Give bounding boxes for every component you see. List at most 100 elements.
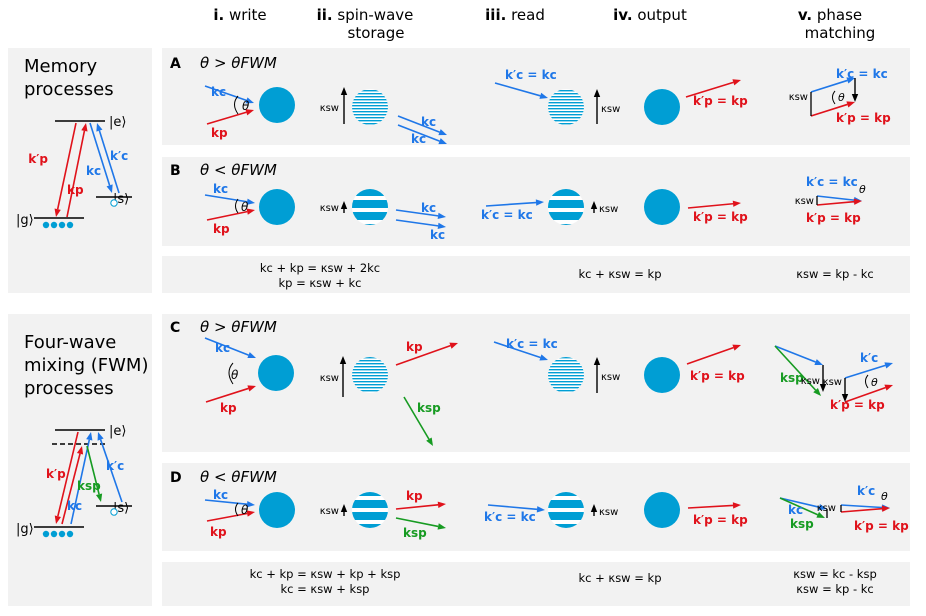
row-c-condition: θ > θFWM [200, 318, 277, 336]
atomic-ensemble [259, 492, 295, 528]
kp-input-arrow [206, 510, 255, 522]
ksw-arrow [340, 201, 348, 213]
column-title: spin-wave [337, 6, 414, 24]
column-header-read: iii. read [460, 6, 570, 24]
kc-prime-eq-label: k′c = kc [481, 208, 533, 222]
atom-dot [58, 530, 66, 538]
kc-pm-arrow [774, 345, 823, 366]
theta-label: θ [231, 368, 239, 382]
angle-arc [234, 95, 239, 115]
kc-prime-eq-label: k′c = kc [806, 175, 858, 189]
ksw-label: κsw [320, 373, 339, 384]
equation: κsw = kp - kc [796, 582, 874, 596]
column-header-spin-wave-storage: ii. spin-wave storage [300, 6, 430, 42]
memory-phase-equation: κsw = kp - kc [796, 267, 874, 281]
kp-out-arrow [687, 502, 741, 509]
fwm-scheme-panel [8, 314, 152, 606]
kc-prime-arrow [97, 432, 123, 503]
ksw-arrow [593, 89, 601, 124]
kc-prime-eq-label: k′c = kc [484, 510, 536, 524]
kp-out-arrow [687, 200, 741, 209]
kc-input-arrow [204, 499, 255, 508]
ksw-pm-arrow [819, 365, 827, 392]
kp-prime-label: k′p [46, 467, 66, 481]
row-d-condition: θ < θFWM [200, 468, 277, 486]
kp-label: kp [220, 401, 237, 415]
ksw-label: κsw [817, 503, 836, 514]
spin-wave-grating [352, 89, 388, 125]
level-e-label: |e⟩ [109, 115, 126, 130]
row-label-d: D [170, 470, 182, 486]
angle-arc [832, 90, 836, 105]
ksp-label: ksp [77, 479, 101, 493]
title-line: Memory [24, 56, 98, 77]
spin-wave-grating [548, 89, 584, 125]
kc-prime-label: k′c [110, 149, 128, 163]
kp-out-arrow [685, 79, 741, 98]
kc-out-arrow [397, 115, 447, 136]
ksw-label: κsw [601, 104, 620, 115]
atomic-ensemble [644, 189, 680, 225]
ksp-label: ksp [403, 526, 427, 540]
ksp-label: ksp [780, 371, 804, 385]
kp-input-arrow [205, 385, 256, 403]
angle-arc [235, 198, 239, 214]
ksw-pm-arrow [851, 78, 859, 102]
kc-prime-label: k′c [106, 459, 124, 473]
kc-input-arrow [204, 337, 256, 359]
column-header-phase-matching: v. phase matching [770, 6, 890, 42]
fwm-read-equation: kc + κsw = kp [578, 571, 662, 585]
ksp-pm-arrow [774, 345, 821, 396]
ksp-pm-arrow [779, 497, 825, 518]
kc-pm-arrow [779, 497, 827, 511]
level-g-label: |g⟩ [16, 213, 34, 228]
column-number: v. [797, 6, 813, 24]
ksw-pm-arrow [841, 378, 849, 402]
theta-label: θ [241, 503, 249, 517]
empty-atom [110, 199, 118, 207]
spin-wave-grating [352, 492, 388, 528]
fwm-processes-title: Four-wave mixing (FWM) processes [24, 331, 148, 400]
theta-label: θ [859, 183, 866, 196]
equation: kc = κsw + ksp [280, 582, 370, 596]
kp-prime-eq-label: k′p = kp [806, 211, 861, 225]
title-line: processes [24, 79, 114, 100]
kc-prime-arrow [96, 123, 120, 194]
column-number: ii. [316, 6, 333, 24]
ksp-label: ksp [417, 401, 441, 415]
ksp-arrow [86, 445, 103, 502]
kp-label: kp [210, 525, 227, 539]
row-label-a: A [170, 56, 181, 72]
ksw-label: κsw [789, 92, 808, 103]
column-title-line2: matching [804, 24, 876, 42]
kc-out-arrow [395, 209, 446, 220]
atomic-ensemble [259, 189, 295, 225]
kp-prime-eq-label: k′p = kp [836, 111, 891, 125]
ksw-label: κsw [795, 196, 814, 207]
kc-input-arrow [204, 194, 255, 205]
level-e-label: |e⟩ [109, 424, 126, 439]
column-number: iv. [613, 6, 633, 24]
column-number: iii. [485, 6, 507, 24]
ksw-arrow [590, 504, 598, 516]
atomic-ensemble [644, 492, 680, 528]
kc-read-arrow [494, 82, 548, 99]
title-line: mixing (FWM) [24, 355, 149, 376]
kc-prime-label: k′c [860, 351, 878, 365]
column-header-write: i. write [185, 6, 295, 24]
kp-out-arrow [686, 344, 741, 365]
kp-prime-eq-label: k′p = kp [693, 94, 748, 108]
kp-prime-eq-label: k′p = kp [830, 398, 885, 412]
atom-dot [50, 530, 58, 538]
kc-out-arrow [397, 124, 447, 145]
kp-out-arrow [395, 501, 446, 510]
column-number: i. [213, 6, 225, 24]
ksw-arrow [593, 357, 601, 393]
kp-prime-arrow [54, 122, 77, 217]
ksw-label: κsw [320, 506, 339, 517]
kc-label: kc [411, 132, 426, 146]
memory-equations-panel [162, 256, 910, 293]
kc-arrow [89, 122, 113, 193]
equation: kp = κsw + kc [278, 276, 362, 290]
kc-prime-label: k′c [857, 484, 875, 498]
